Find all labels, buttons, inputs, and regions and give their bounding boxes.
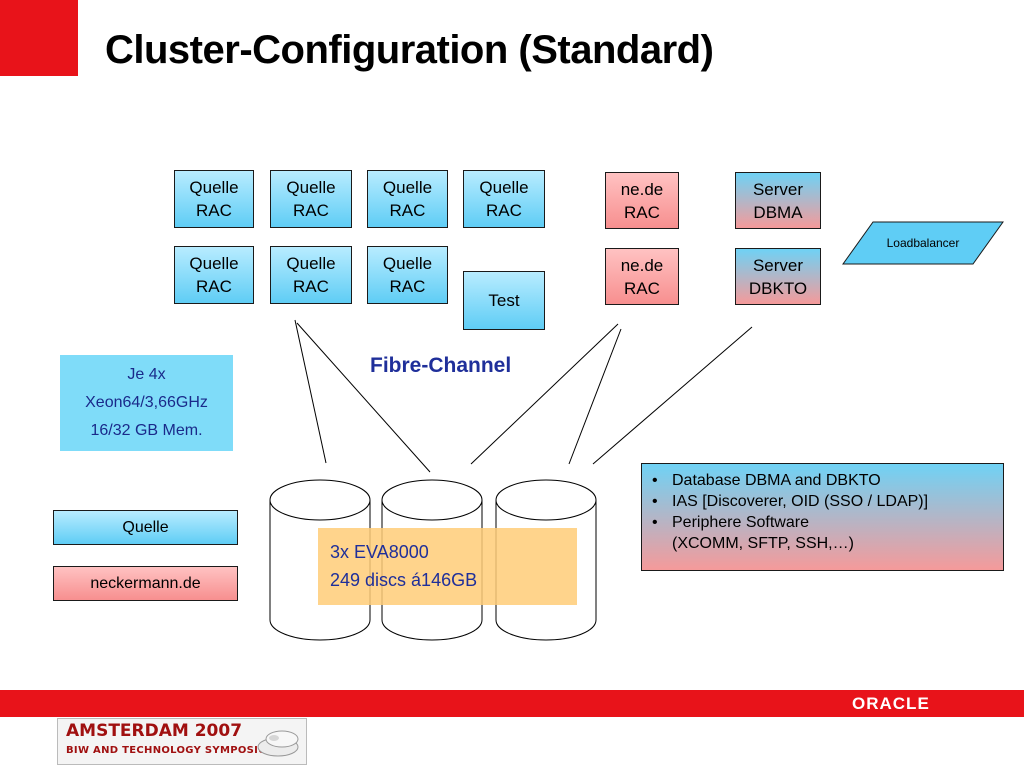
info-item: • Periphere Software (XCOMM, SFTP, SSH,…) [652,512,995,554]
quelle-rac-node: Quelle RAC [174,246,254,304]
spec-line: Xeon64/3,66GHz [85,394,208,411]
bullet-icon: • [652,472,658,489]
loadbalancer-label: Loadbalancer [886,236,960,250]
bullet-icon: • [652,514,658,531]
event-logo: AMSTERDAM 2007 BIW AND TECHNOLOGY SYMPOS… [57,718,307,765]
info-item: • IAS [Discoverer, OID (SSO / LDAP)] [652,491,995,512]
quelle-rac-node: Quelle RAC [367,170,448,228]
connector-line [470,323,619,465]
quelle-rac-node: Quelle RAC [270,170,352,228]
hardware-spec-box: Je 4x Xeon64/3,66GHz 16/32 GB Mem. [60,355,233,451]
quelle-rac-node: Quelle RAC [463,170,545,228]
info-text: Periphere Software (XCOMM, SFTP, SSH,…) [672,514,854,552]
bullet-icon: • [652,493,658,510]
info-item: • Database DBMA and DBKTO [652,470,995,491]
oracle-logo: ORACLE [852,694,930,713]
nede-rac-node: ne.de RAC [605,248,679,305]
software-info-box: • Database DBMA and DBKTO • IAS [Discovere… [641,463,1004,571]
page-title: Cluster-Configuration (Standard) [105,28,714,72]
storage-cylinder-top [381,479,483,521]
storage-cylinder-top [269,479,371,521]
storage-line: 3x EVA8000 [330,542,429,562]
storage-cylinder-top [495,479,597,521]
info-text: Database DBMA and DBKTO [672,472,881,489]
server-dbkto-node: Server DBKTO [735,248,821,305]
quelle-rac-node: Quelle RAC [270,246,352,304]
connector-line [294,319,327,464]
server-dbma-node: Server DBMA [735,172,821,229]
storage-info-box: 3x EVA8000 249 discs á146GB [318,528,577,605]
fibre-channel-label: Fibre-Channel [370,354,512,377]
event-title: AMSTERDAM 2007 [66,721,243,741]
quelle-rac-node: Quelle RAC [174,170,254,228]
clog-shoes-icon [257,730,299,757]
connector-line [296,322,431,473]
legend-quelle: Quelle [53,510,238,545]
connector-line [568,328,622,465]
spec-line: Je 4x [127,366,166,383]
loadbalancer-shape [842,221,1004,265]
test-node: Test [463,271,545,330]
spec-line: 16/32 GB Mem. [90,422,203,439]
red-corner-accent [0,0,78,76]
quelle-rac-node: Quelle RAC [367,246,448,304]
footer-bar [0,690,1024,717]
nede-rac-node: ne.de RAC [605,172,679,229]
connector-line [592,326,753,465]
event-subtitle: BIW AND TECHNOLOGY SYMPOSIUM [66,745,277,756]
storage-line: 249 discs á146GB [330,570,478,590]
legend-neckermann: neckermann.de [53,566,238,601]
info-text: IAS [Discoverer, OID (SSO / LDAP)] [672,493,929,510]
